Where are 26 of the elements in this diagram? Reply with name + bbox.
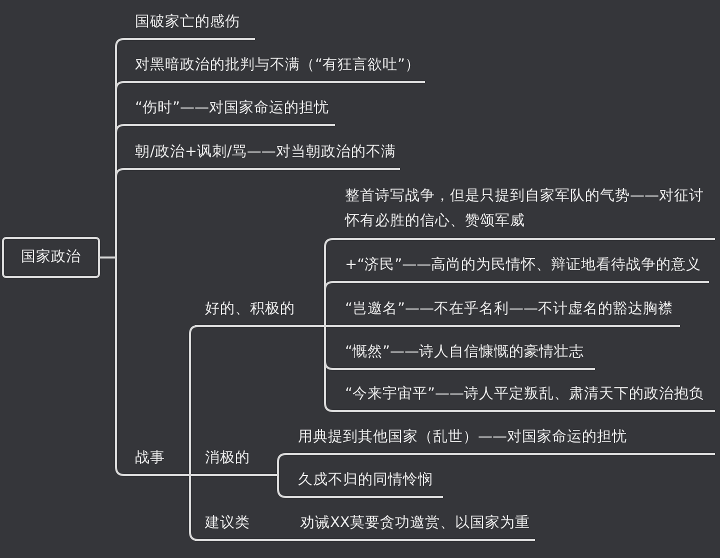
topic-label: “今来宇宙平”——诗人平定叛乱、肃清天下的政治抱负 — [345, 384, 706, 404]
connector-line — [190, 474, 195, 476]
topic-label: 整首诗写战争，但是只提到自家军队的气势——对征讨怀有必胜的信心、赞颂军威 — [345, 186, 705, 231]
root-topic-box — [2, 237, 100, 278]
connector-line — [277, 474, 288, 498]
topic-label: 劝诫XX莫要贪功邀赏、以国家为重 — [300, 514, 531, 533]
connector-line — [325, 325, 335, 327]
topic-label: 消极的 — [205, 449, 251, 468]
topic-label: 好的、积极的 — [205, 300, 296, 319]
topic-label: 对黑暗政治的批判与不满（“有狂言欲吐”） — [135, 56, 422, 75]
topic-label: “慨然”——诗人自信慷慨的豪情壮志 — [345, 343, 586, 362]
topic-label: +“济民”——高尚的为民情怀、辩证地看待战争的意义 — [345, 256, 702, 275]
connector-line — [324, 281, 335, 327]
topic-label: 久戍不归的同情怜悯 — [298, 471, 434, 490]
topic-label: 国破家亡的感伤 — [135, 12, 241, 32]
topic-label: “岂邀名”——不在乎名利——不计虚名的豁达胸襟 — [345, 300, 674, 319]
connector-line — [277, 453, 288, 476]
topic-label: 战事 — [135, 449, 166, 468]
topic-label: 国家政治 — [21, 248, 81, 267]
topic-label: 建议类 — [205, 514, 251, 533]
connector-line — [273, 539, 290, 541]
topic-label: 用典提到其他国家（乱世）——对国家命运的担忧 — [298, 428, 628, 447]
topic-label: “伤时”——对国家命运的担忧 — [135, 98, 330, 118]
topic-label: 朝/政治+讽刺/骂——对当朝政治的不满 — [135, 143, 397, 162]
connector-line — [324, 325, 335, 412]
connector-line — [189, 325, 199, 476]
